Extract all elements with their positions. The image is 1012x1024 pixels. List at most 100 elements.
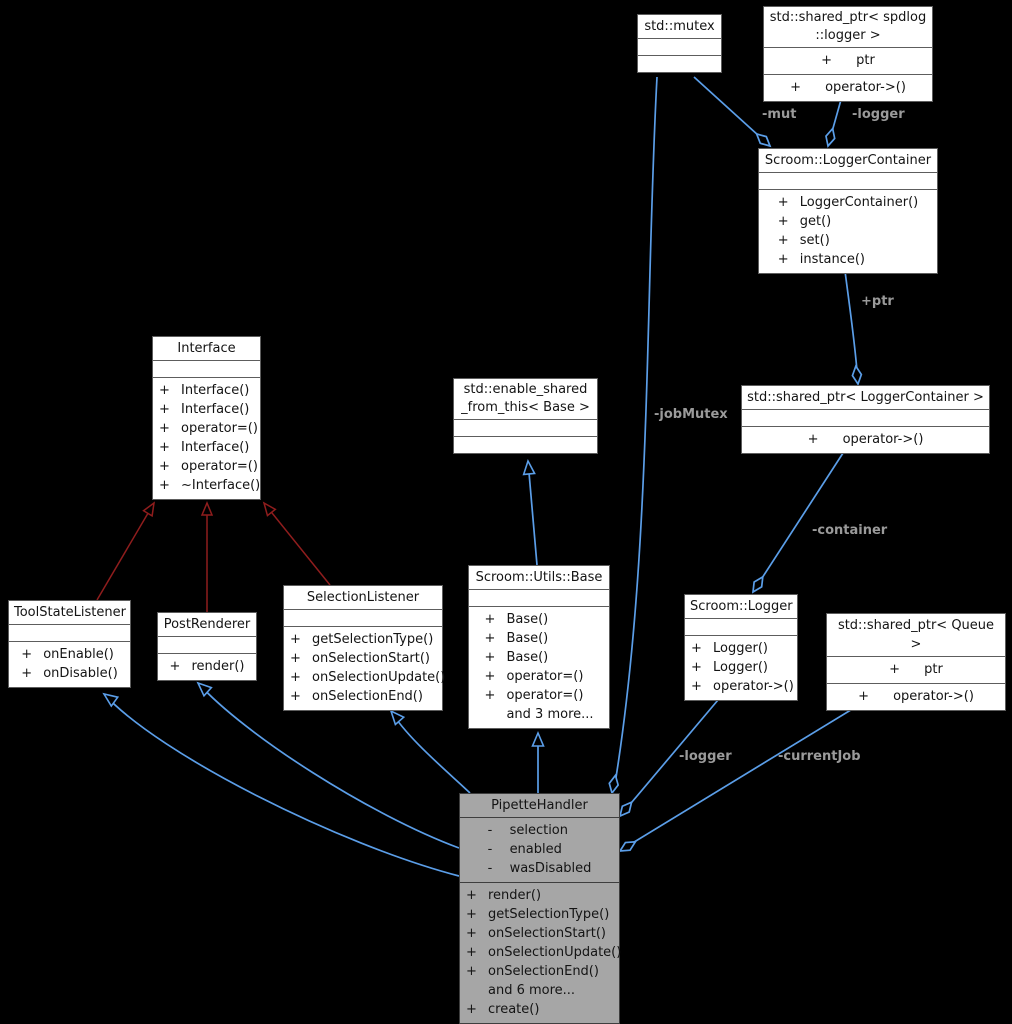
member-row: -wasDisabled	[487, 861, 592, 876]
edge-label-ptr: +ptr	[861, 294, 894, 309]
member-row: +set()	[777, 233, 830, 248]
member-row: -selection	[487, 823, 568, 838]
member-row: +onSelectionUpdate()	[466, 945, 622, 960]
member-row: +onSelectionEnd()	[466, 964, 599, 979]
class-scroom-logger[interactable]: Scroom::Logger +Logger() +Logger() +oper…	[684, 594, 798, 701]
class-tool-state-listener[interactable]: ToolStateListener +onEnable() +onDisable…	[8, 600, 131, 688]
member-row: +Logger()	[691, 660, 768, 675]
member-row: +Base()	[484, 650, 549, 665]
arrow-toolstatelistener	[102, 692, 120, 708]
member-row: +onSelectionEnd()	[290, 689, 423, 704]
class-post-renderer[interactable]: PostRenderer +render()	[157, 612, 257, 681]
edge-label-container: -container	[812, 523, 888, 538]
member-row: +~Interface()	[159, 478, 261, 493]
arrow-base	[531, 730, 545, 747]
member-row: +render()	[169, 659, 245, 674]
member-row: +onEnable()	[21, 647, 114, 662]
edge-inherit-selectionlistener	[390, 710, 471, 794]
member-row: +instance()	[777, 252, 865, 267]
diamond-ptr	[851, 364, 863, 386]
member-row: +render()	[466, 888, 542, 903]
edge-inherit-enableshared	[527, 460, 538, 566]
member-row: +Logger()	[691, 641, 768, 656]
edge-inherit-tsl-interface	[96, 502, 155, 601]
member-row: +create()	[466, 1002, 540, 1017]
class-interface[interactable]: Interface +Interface() +Interface() +ope…	[152, 336, 261, 500]
empty-compartment	[284, 610, 442, 627]
class-title: std::mutex	[638, 15, 721, 39]
class-scroom-utils-base[interactable]: Scroom::Utils::Base +Base() +Base() +Bas…	[468, 565, 610, 729]
edge-label-logger-bottom: -logger	[679, 749, 732, 764]
member-row: +get()	[777, 214, 832, 229]
class-enable-shared-from-this[interactable]: std::enable_shared _from_this< Base >	[453, 378, 598, 454]
diamond-logger-top	[825, 126, 836, 148]
diamond-jobmutex	[608, 773, 620, 795]
class-title: std::enable_shared _from_this< Base >	[454, 379, 597, 420]
class-title: Scroom::Utils::Base	[469, 566, 609, 590]
edge-label-currentjob: -currentJob	[778, 749, 861, 764]
empty-compartment	[153, 361, 260, 378]
empty-compartment	[638, 56, 721, 72]
empty-compartment	[454, 420, 597, 437]
empty-compartment	[638, 39, 721, 56]
arrow-enableshared	[522, 458, 536, 476]
edge-label-jobmutex: -jobMutex	[654, 407, 728, 422]
member-row: +operator=()	[484, 688, 584, 703]
member-row: +Interface()	[159, 440, 250, 455]
class-scroom-logger-container[interactable]: Scroom::LoggerContainer +LoggerContainer…	[758, 148, 938, 274]
edge-inherit-sl-interface	[263, 502, 331, 586]
member-row: +Base()	[484, 631, 549, 646]
class-title: std::shared_ptr< LoggerContainer >	[742, 386, 989, 410]
class-shared-ptr-spdlog-logger[interactable]: std::shared_ptr< spdlog ::logger > +ptr …	[763, 6, 933, 102]
member-row: +onSelectionStart()	[466, 926, 607, 941]
class-pipette-handler[interactable]: PipetteHandler -selection -enabled -wasD…	[459, 793, 622, 1024]
edge-label-mut: -mut	[762, 107, 797, 122]
diamond-currentjob	[618, 840, 638, 852]
class-title: PostRenderer	[158, 613, 256, 637]
empty-compartment	[454, 437, 597, 453]
edge-container	[752, 449, 846, 593]
member-row: +Interface()	[159, 383, 250, 398]
member-row: and 3 more...	[506, 707, 594, 722]
class-shared-ptr-queue[interactable]: std::shared_ptr< Queue > +ptr +operator-…	[826, 613, 1006, 711]
edge-label-logger-top: -logger	[852, 107, 905, 122]
class-std-mutex[interactable]: std::mutex	[637, 14, 722, 73]
diamond-logger-bottom	[618, 800, 633, 818]
member-row: +operator->()	[790, 80, 906, 95]
class-title: std::shared_ptr< Queue >	[827, 614, 1005, 657]
class-title: ToolStateListener	[9, 601, 130, 625]
class-selection-listener[interactable]: SelectionListener +getSelectionType() +o…	[283, 585, 446, 711]
empty-compartment	[685, 619, 797, 636]
member-row: +operator=()	[484, 669, 584, 684]
member-row: +Base()	[484, 612, 549, 627]
member-row: +Interface()	[159, 402, 250, 417]
class-title: Interface	[153, 337, 260, 361]
member-row: and 6 more...	[488, 983, 576, 998]
member-row: +onDisable()	[21, 666, 118, 681]
member-row: -enabled	[487, 842, 562, 857]
class-title: SelectionListener	[284, 586, 442, 610]
edge-inherit-toolstatelistener	[103, 693, 460, 877]
arrow-sl-interface	[262, 501, 277, 517]
edge-inherit-postrenderer	[197, 682, 460, 849]
member-row: +onSelectionStart()	[290, 651, 431, 666]
arrow-selectionlistener	[389, 709, 406, 726]
class-title: PipetteHandler	[460, 794, 619, 818]
class-title: Scroom::LoggerContainer	[759, 149, 937, 173]
empty-compartment	[158, 637, 256, 654]
class-shared-ptr-logger-container[interactable]: std::shared_ptr< LoggerContainer > +oper…	[741, 385, 990, 454]
arrow-pr-interface	[200, 501, 214, 516]
member-row: +getSelectionType()	[466, 907, 610, 922]
member-row: +operator=()	[159, 421, 258, 436]
class-title: std::shared_ptr< spdlog ::logger >	[764, 7, 932, 48]
member-row: +operator=()	[159, 459, 258, 474]
class-title: Scroom::Logger	[685, 595, 797, 619]
empty-compartment	[759, 173, 937, 190]
member-row: +ptr	[821, 53, 875, 68]
member-row: +onSelectionUpdate()	[290, 670, 446, 685]
member-row: +ptr	[889, 662, 943, 677]
member-row: +operator->()	[807, 432, 924, 447]
member-row: +LoggerContainer()	[777, 195, 919, 210]
arrow-tsl-interface	[142, 501, 156, 518]
